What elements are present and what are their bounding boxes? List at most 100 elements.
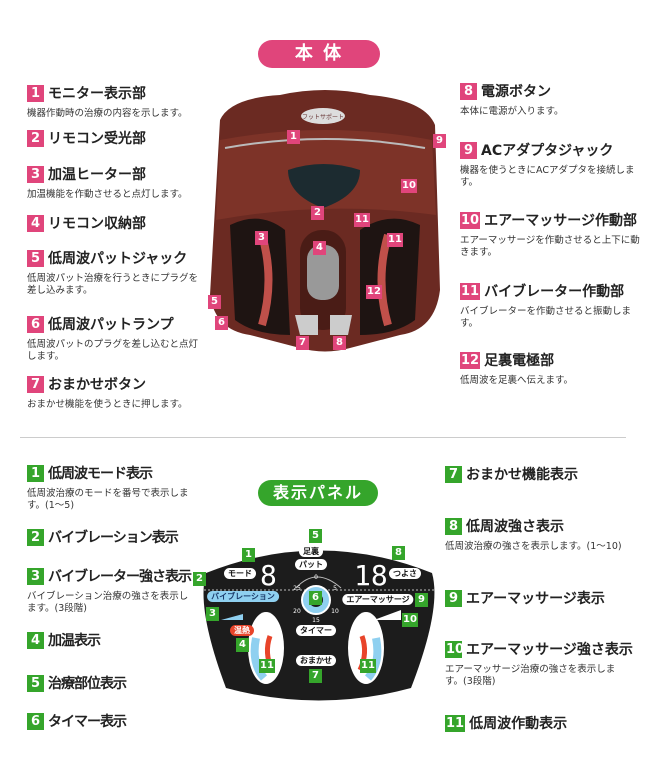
callout-4: 4 [313, 241, 326, 255]
callout-3: 3 [255, 231, 268, 245]
number-badge: 2 [27, 129, 44, 147]
callout-9: 9 [433, 134, 446, 148]
number-badge: 11 [460, 282, 481, 300]
panel-label-vibration: バイブレーション [207, 591, 279, 602]
item-description: 低周波パットのプラグを差し込むと点灯します。 [27, 339, 199, 362]
panel-label-timer: タイマー [296, 625, 336, 636]
number-badge: 7 [445, 465, 462, 483]
item-title: 低周波強さ表示 [466, 519, 564, 535]
item-title: リモコン収納部 [48, 216, 146, 232]
item-title: 治療部位表示 [48, 676, 127, 692]
number-badge: 5 [27, 674, 44, 692]
item-title: 低周波作動表示 [469, 716, 568, 732]
item-title: バイブレーター作動部 [484, 284, 625, 300]
number-badge: 6 [27, 315, 44, 333]
number-badge: 4 [27, 631, 44, 649]
item-description: バイブレーション治療の強さを表示します。(3段階) [27, 591, 189, 614]
number-badge: 3 [27, 165, 44, 183]
number-badge: 1 [27, 464, 44, 482]
panel-label-sole: 足裏 [299, 546, 323, 557]
item-description: 低周波を足裏へ伝えます。 [460, 375, 574, 386]
number-badge: 10 [460, 211, 481, 229]
item-title: 低周波パットジャック [48, 251, 188, 267]
timer-tick-label: 5 [333, 585, 337, 592]
item-description: 本体に電源が入ります。 [460, 106, 564, 117]
number-badge: 12 [460, 351, 481, 369]
panel-label-strength: つよさ [389, 568, 421, 579]
number-badge: 5 [27, 249, 44, 267]
callout-8: 8 [333, 336, 346, 350]
number-badge: 8 [460, 82, 477, 100]
item-title: ACアダプタジャック [481, 143, 614, 159]
item-description: エアーマッサージ治療の強さを表示します。(3段階) [445, 664, 616, 687]
panel-label-mode: モード [224, 568, 256, 579]
panel-label-omakase: おまかせ [296, 655, 336, 666]
callout-12: 12 [366, 285, 382, 299]
number-badge: 9 [460, 141, 477, 159]
item-title: 加温ヒーター部 [48, 167, 146, 183]
timer-tick-label: 20 [293, 608, 301, 615]
callout-2: 2 [193, 572, 206, 586]
item-title: 電源ボタン [481, 84, 551, 100]
callout-11: 11 [259, 659, 275, 673]
item-title: 足裏電極部 [484, 353, 555, 369]
main-section-title: 本 体 [258, 40, 380, 68]
panel-label-heat: 温熱 [230, 625, 254, 636]
callout-11: 11 [354, 213, 370, 227]
number-badge: 8 [445, 517, 462, 535]
item-description: おまかせ機能を使うときに押します。 [27, 399, 188, 410]
item-title: エアーマッサージ強さ表示 [466, 642, 633, 658]
callout-1: 1 [242, 548, 255, 562]
callout-10: 10 [402, 613, 418, 627]
item-description: エアーマッサージを作動させると上下に動きます。 [460, 235, 640, 258]
item-description: 低周波治療のモードを番号で表示します。(1〜5) [27, 488, 189, 511]
item-title: おまかせ機能表示 [466, 467, 578, 483]
callout-11: 11 [387, 233, 403, 247]
mode-digit: 8 [260, 559, 277, 592]
number-badge: 6 [27, 712, 44, 730]
timer-tick-label: 25 [293, 585, 301, 592]
callout-6: 6 [215, 316, 228, 330]
item-description: 低周波治療の強さを表示します。(1〜10) [445, 541, 622, 552]
item-description: 機器を使うときにACアダプタを接続します。 [460, 165, 635, 188]
item-title: リモコン受光部 [48, 131, 146, 147]
item-title: エアーマッサージ表示 [466, 591, 605, 607]
callout-11: 11 [360, 659, 376, 673]
number-badge: 7 [27, 375, 44, 393]
timer-tick-label: 0 [314, 574, 318, 581]
item-title: バイブレーター強さ表示 [48, 569, 192, 585]
